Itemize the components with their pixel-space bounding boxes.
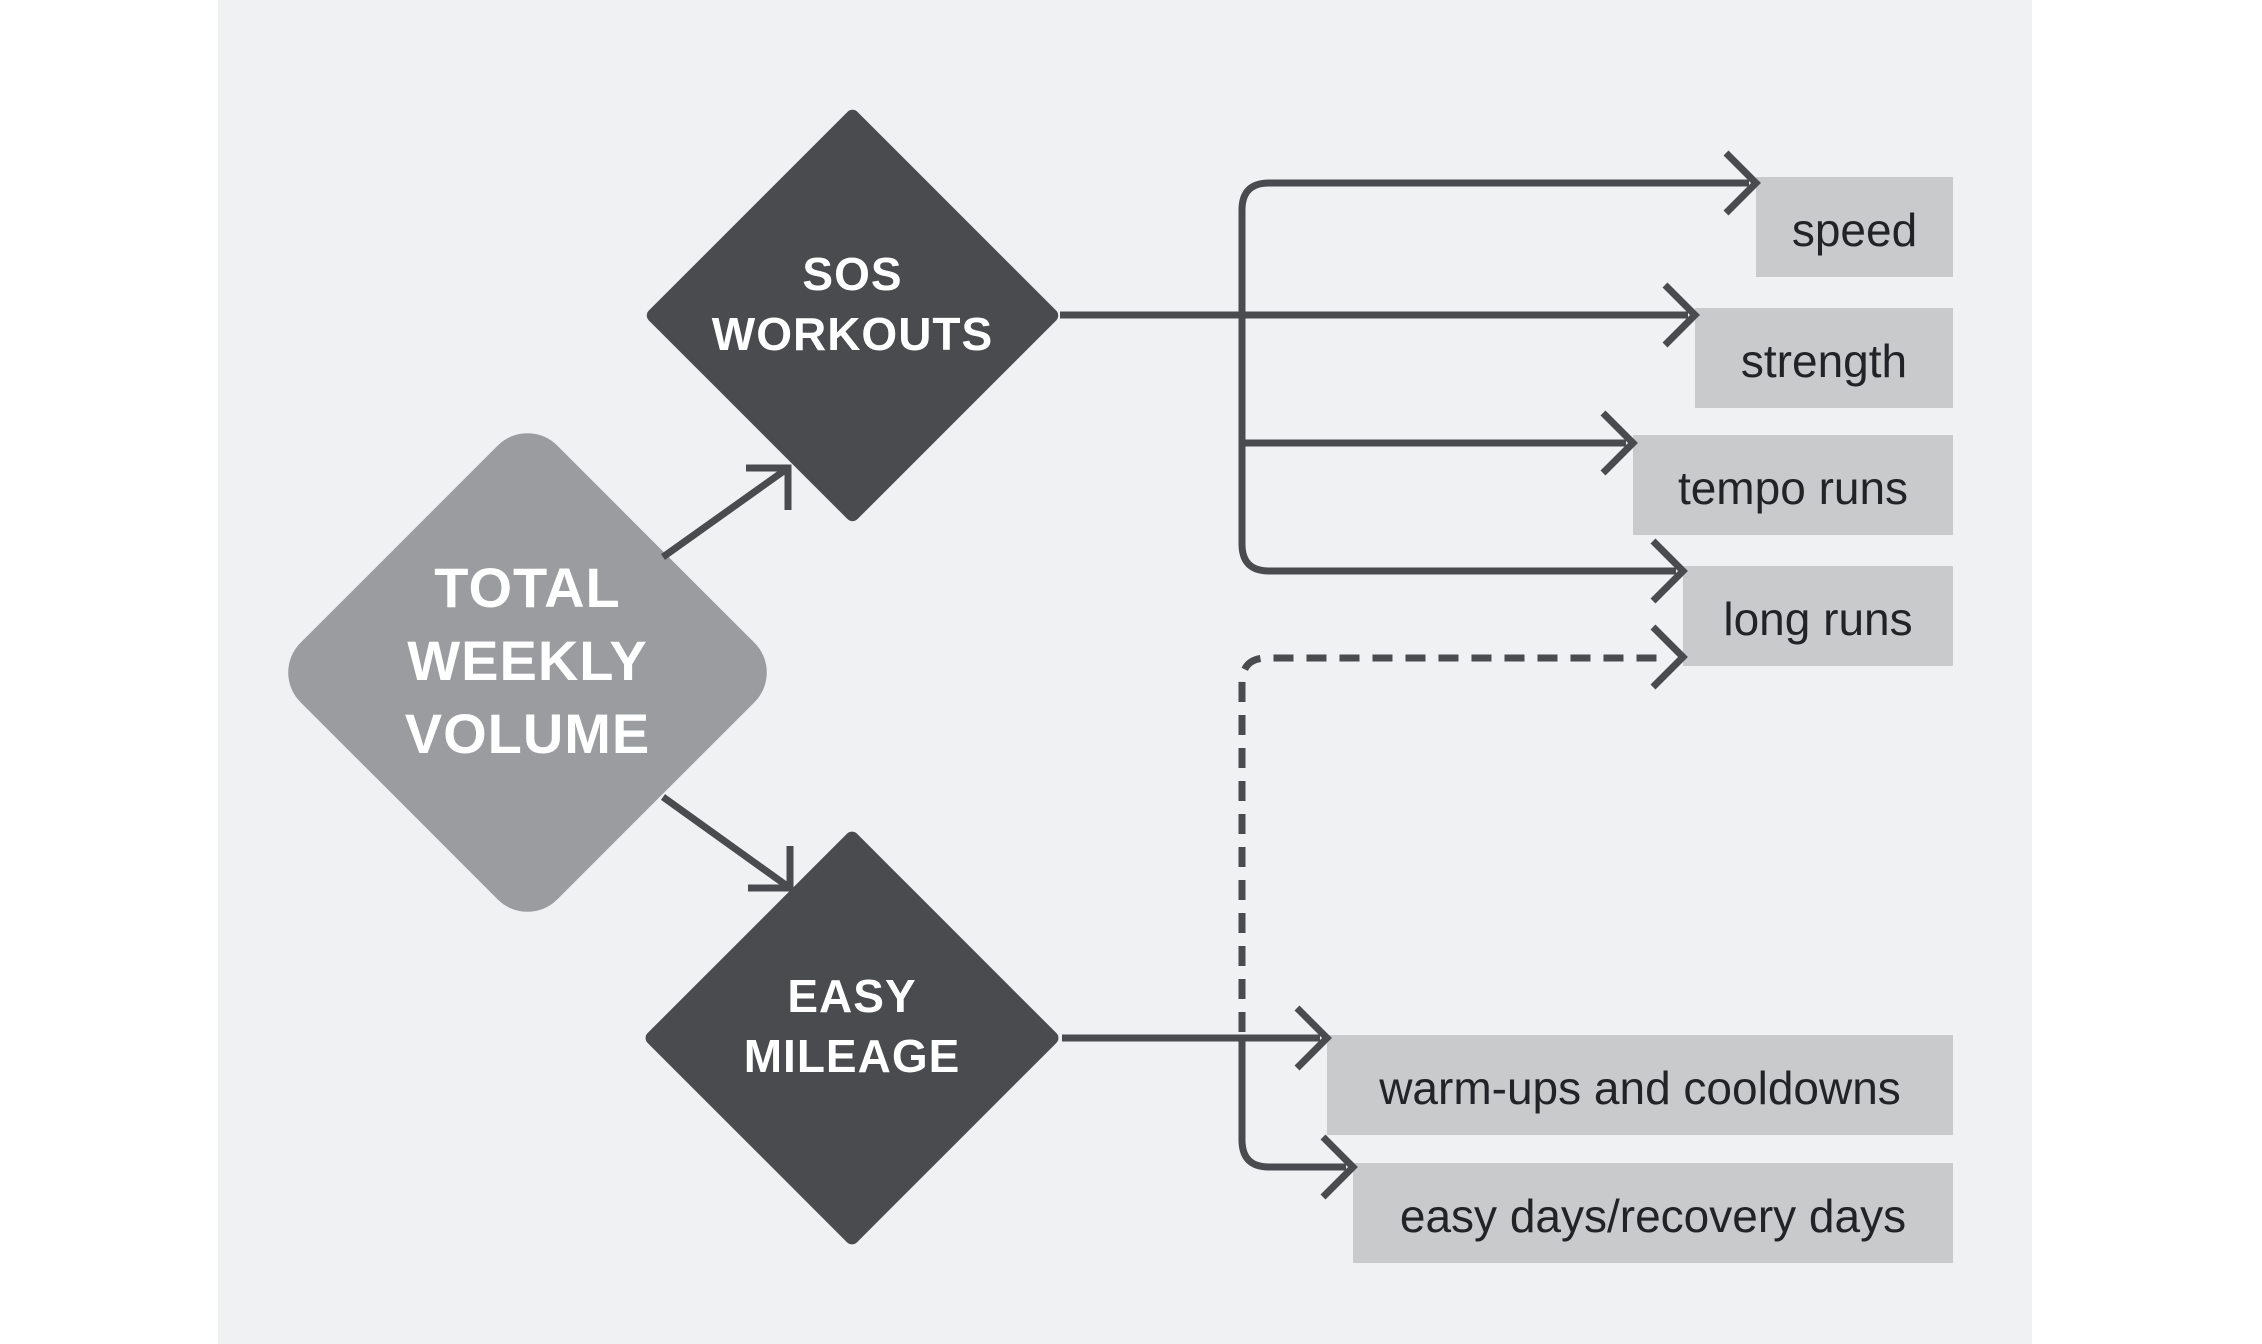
sos-workouts-label: SOS WORKOUTS	[712, 244, 993, 364]
strength-box: strength	[1695, 308, 1953, 408]
root-label-line-2: WEEKLY	[407, 629, 648, 692]
easy-recovery-days-box: easy days/recovery days	[1353, 1163, 1953, 1263]
easy-mileage-diamond: EASY MILEAGE	[642, 828, 1062, 1248]
total-weekly-volume-label: TOTAL WEEKLY VOLUME	[405, 551, 651, 770]
easy-label-line-2: MILEAGE	[743, 1030, 961, 1082]
tempo-runs-box: tempo runs	[1633, 435, 1953, 535]
long-runs-box: long runs	[1683, 566, 1953, 666]
sos-label-line-1: SOS	[802, 247, 903, 300]
sos-workouts-diamond: SOS WORKOUTS	[643, 106, 1062, 525]
total-weekly-volume-diamond: TOTAL WEEKLY VOLUME	[270, 415, 785, 930]
sos-label-line-2: WORKOUTS	[711, 307, 994, 360]
easy-label-line-1: EASY	[787, 970, 917, 1022]
speed-box: speed	[1756, 177, 1953, 277]
root-label-line-1: TOTAL	[434, 556, 621, 619]
easy-mileage-label: EASY MILEAGE	[744, 966, 961, 1086]
warmups-cooldowns-box: warm-ups and cooldowns	[1327, 1035, 1953, 1135]
root-label-line-3: VOLUME	[404, 702, 651, 765]
